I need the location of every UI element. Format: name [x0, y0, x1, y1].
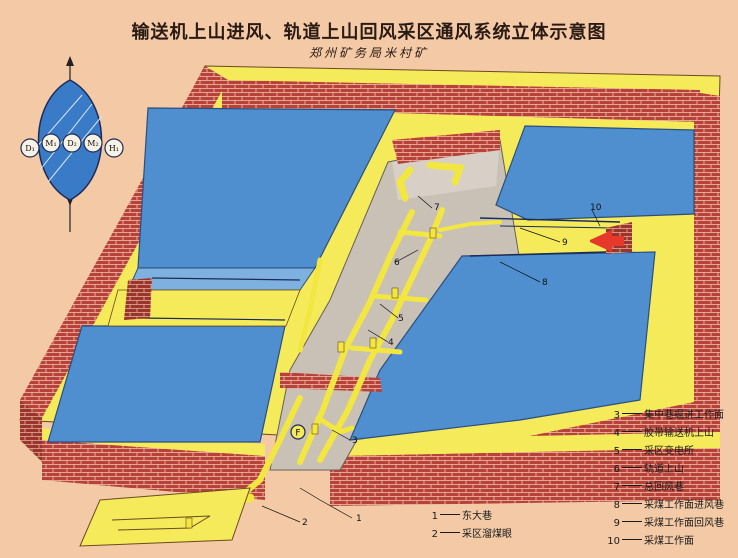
legend-item-number: 4: [613, 428, 620, 439]
front-brick-wall-right: [330, 448, 720, 506]
compass-station-label: M₂: [87, 139, 98, 148]
callout-number: 8: [542, 278, 548, 288]
legend-item-number: 9: [613, 518, 620, 529]
legend-leader-line: [622, 521, 642, 522]
legend-leader-line: [622, 431, 642, 432]
compass-station-marker: [62, 133, 82, 153]
legend-item: 1 东大巷: [414, 507, 492, 522]
callout-number: 2: [302, 518, 308, 528]
callout-number: 5: [398, 314, 404, 324]
front-brick-wall-left: [42, 440, 265, 500]
legend-item-label: 采区溜煤眼: [462, 529, 512, 540]
coal-panel-lower-right: [349, 251, 656, 441]
legend-item-label: 集中巷掘进工作面: [644, 410, 724, 421]
legend-item-number: 2: [431, 529, 438, 540]
legend-item-label: 胶带输送机上山: [644, 428, 714, 439]
legend-item-number: 5: [613, 446, 620, 457]
compass-station-marker: [41, 133, 61, 153]
compass-station-label: D₂: [67, 139, 77, 148]
legend-leader-line: [622, 485, 642, 486]
legend-item: 9 采煤工作面回风巷: [596, 514, 724, 529]
callout-number: 1: [356, 514, 362, 524]
coal-panel-upper-right: [495, 125, 695, 221]
callout-number: 4: [388, 338, 394, 348]
legend-item: 8 采煤工作面进风巷: [596, 496, 724, 511]
legend-item: 2 采区溜煤眼: [414, 525, 512, 540]
compass-station-label: H₁: [109, 144, 119, 153]
legend-item-label: 采区变电所: [644, 446, 694, 457]
legend-item: 5 采区变电所: [596, 442, 694, 457]
legend-item-number: 6: [613, 464, 620, 475]
legend-leader-line: [622, 467, 642, 468]
legend-item-label: 轨道上山: [644, 464, 684, 475]
legend-leader-line: [622, 449, 642, 450]
right-brick-wall: [520, 92, 720, 470]
legend-item-number: 10: [607, 536, 620, 547]
legend-item-label: 采煤工作面进风巷: [644, 500, 724, 511]
diagram-title: 输送机上山进风、轨道上山回风采区通风系统立体示意图: [131, 22, 607, 43]
orientation-compass: D₁ M₁ D₂ M₂ H₁: [20, 56, 124, 232]
callout-number: 9: [562, 238, 568, 248]
legend-leader-line: [622, 539, 642, 540]
legend-item-number: 8: [613, 500, 620, 511]
legend-item: 10 采煤工作面: [596, 532, 694, 547]
legend-item-number: 7: [613, 482, 620, 493]
coal-panel-lower-left: [47, 325, 286, 443]
legend-item: 6 轨道上山: [596, 460, 684, 475]
compass-station-marker: [104, 138, 124, 158]
legend-item: 4 胶带输送机上山: [596, 424, 714, 439]
diagram-subtitle: 郑州矿务局米村矿: [308, 46, 429, 60]
east-main-roadway: [79, 487, 251, 547]
fan-marker-icon: [290, 424, 306, 440]
legend-leader-line: [440, 532, 460, 533]
legend-leader-line: [622, 413, 642, 414]
compass-station-label: M₁: [45, 139, 56, 148]
legend-leader-line: [622, 503, 642, 504]
callout-number: 3: [352, 436, 358, 446]
legend-item: 3 集中巷掘进工作面: [596, 406, 724, 421]
callout-number: 7: [434, 203, 440, 213]
callout-number: 6: [394, 258, 400, 268]
compass-station-marker: [20, 138, 40, 158]
fan-marker-label: F: [295, 429, 300, 439]
legend-item-label: 采煤工作面回风巷: [644, 518, 724, 529]
legend-leader-line: [440, 514, 460, 515]
compass-station-marker: [83, 133, 103, 153]
callout-number: 10: [590, 203, 602, 213]
legend-item-label: 采煤工作面: [644, 536, 694, 547]
airflow-arrow-icon: [590, 230, 624, 252]
legend-item-label: 东大巷: [462, 511, 492, 522]
legend-item-number: 1: [431, 511, 438, 522]
compass-station-label: D₁: [25, 144, 35, 153]
legend-item-number: 3: [613, 410, 620, 421]
legend-item: 7 总回风巷: [596, 478, 684, 493]
legend-item-label: 总回风巷: [644, 482, 684, 493]
